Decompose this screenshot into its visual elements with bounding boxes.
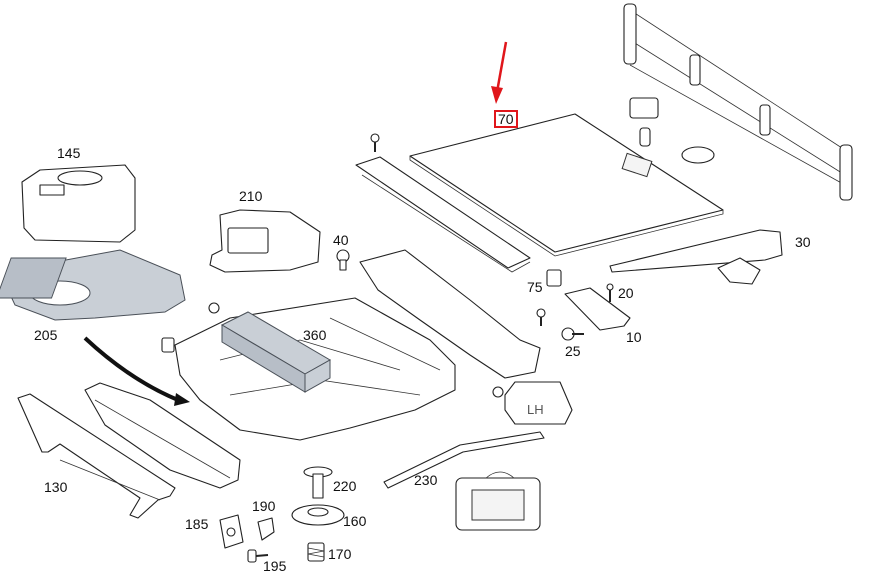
callout-160[interactable]: 160 xyxy=(343,513,367,529)
part-lh-cover[interactable]: LH xyxy=(504,381,573,425)
part-195-screw xyxy=(247,549,269,563)
part-10-bracket[interactable] xyxy=(564,287,631,331)
red-pointer-arrow xyxy=(491,41,508,104)
part-190-clip xyxy=(257,517,275,541)
callout-70[interactable]: 70 xyxy=(494,110,518,128)
callout-210[interactable]: 210 xyxy=(239,188,263,204)
part-130-side-rail[interactable] xyxy=(17,393,176,519)
part-360-foam-block[interactable] xyxy=(220,311,332,393)
part-40-clip xyxy=(336,249,350,271)
callout-30[interactable]: 30 xyxy=(795,234,811,250)
curved-arrow xyxy=(83,336,190,406)
part-205-tray-insert[interactable] xyxy=(0,249,186,321)
part-220-spindle xyxy=(303,466,333,499)
part-25-screw xyxy=(561,327,584,341)
part-70-floor-panel[interactable] xyxy=(409,113,724,257)
part-hooks xyxy=(629,97,715,164)
callout-185[interactable]: 185 xyxy=(185,516,209,532)
callout-230[interactable]: 230 xyxy=(414,472,438,488)
part-case xyxy=(455,471,541,531)
part-side-bracket xyxy=(359,249,541,398)
part-145-storage-tray[interactable] xyxy=(21,164,136,243)
callout-360[interactable]: 360 xyxy=(303,327,327,343)
part-lower-tray xyxy=(84,382,241,489)
part-230-rod xyxy=(383,431,545,489)
part-160-wing-nut xyxy=(291,504,345,526)
part-210-cover[interactable] xyxy=(209,209,321,273)
part-screw-small xyxy=(536,308,546,326)
callout-205[interactable]: 205 xyxy=(34,327,58,343)
callout-145[interactable]: 145 xyxy=(57,145,81,161)
callout-20[interactable]: 20 xyxy=(618,285,634,301)
callout-25[interactable]: 25 xyxy=(565,343,581,359)
callout-190[interactable]: 190 xyxy=(252,498,276,514)
callout-10[interactable]: 10 xyxy=(626,329,642,345)
part-30-roller-rail[interactable] xyxy=(609,3,853,285)
part-170-spring xyxy=(307,542,325,562)
part-70-trim-strip xyxy=(355,156,531,273)
part-20-bolt xyxy=(606,283,614,302)
lh-marking: LH xyxy=(527,402,544,417)
callout-75[interactable]: 75 xyxy=(527,279,543,295)
part-small-clips xyxy=(161,133,380,353)
callout-40[interactable]: 40 xyxy=(333,232,349,248)
callout-130[interactable]: 130 xyxy=(44,479,68,495)
part-75-clip xyxy=(546,269,562,287)
callout-220[interactable]: 220 xyxy=(333,478,357,494)
callout-195[interactable]: 195 xyxy=(263,558,287,574)
callout-170[interactable]: 170 xyxy=(328,546,352,562)
part-185-plate xyxy=(219,514,244,549)
